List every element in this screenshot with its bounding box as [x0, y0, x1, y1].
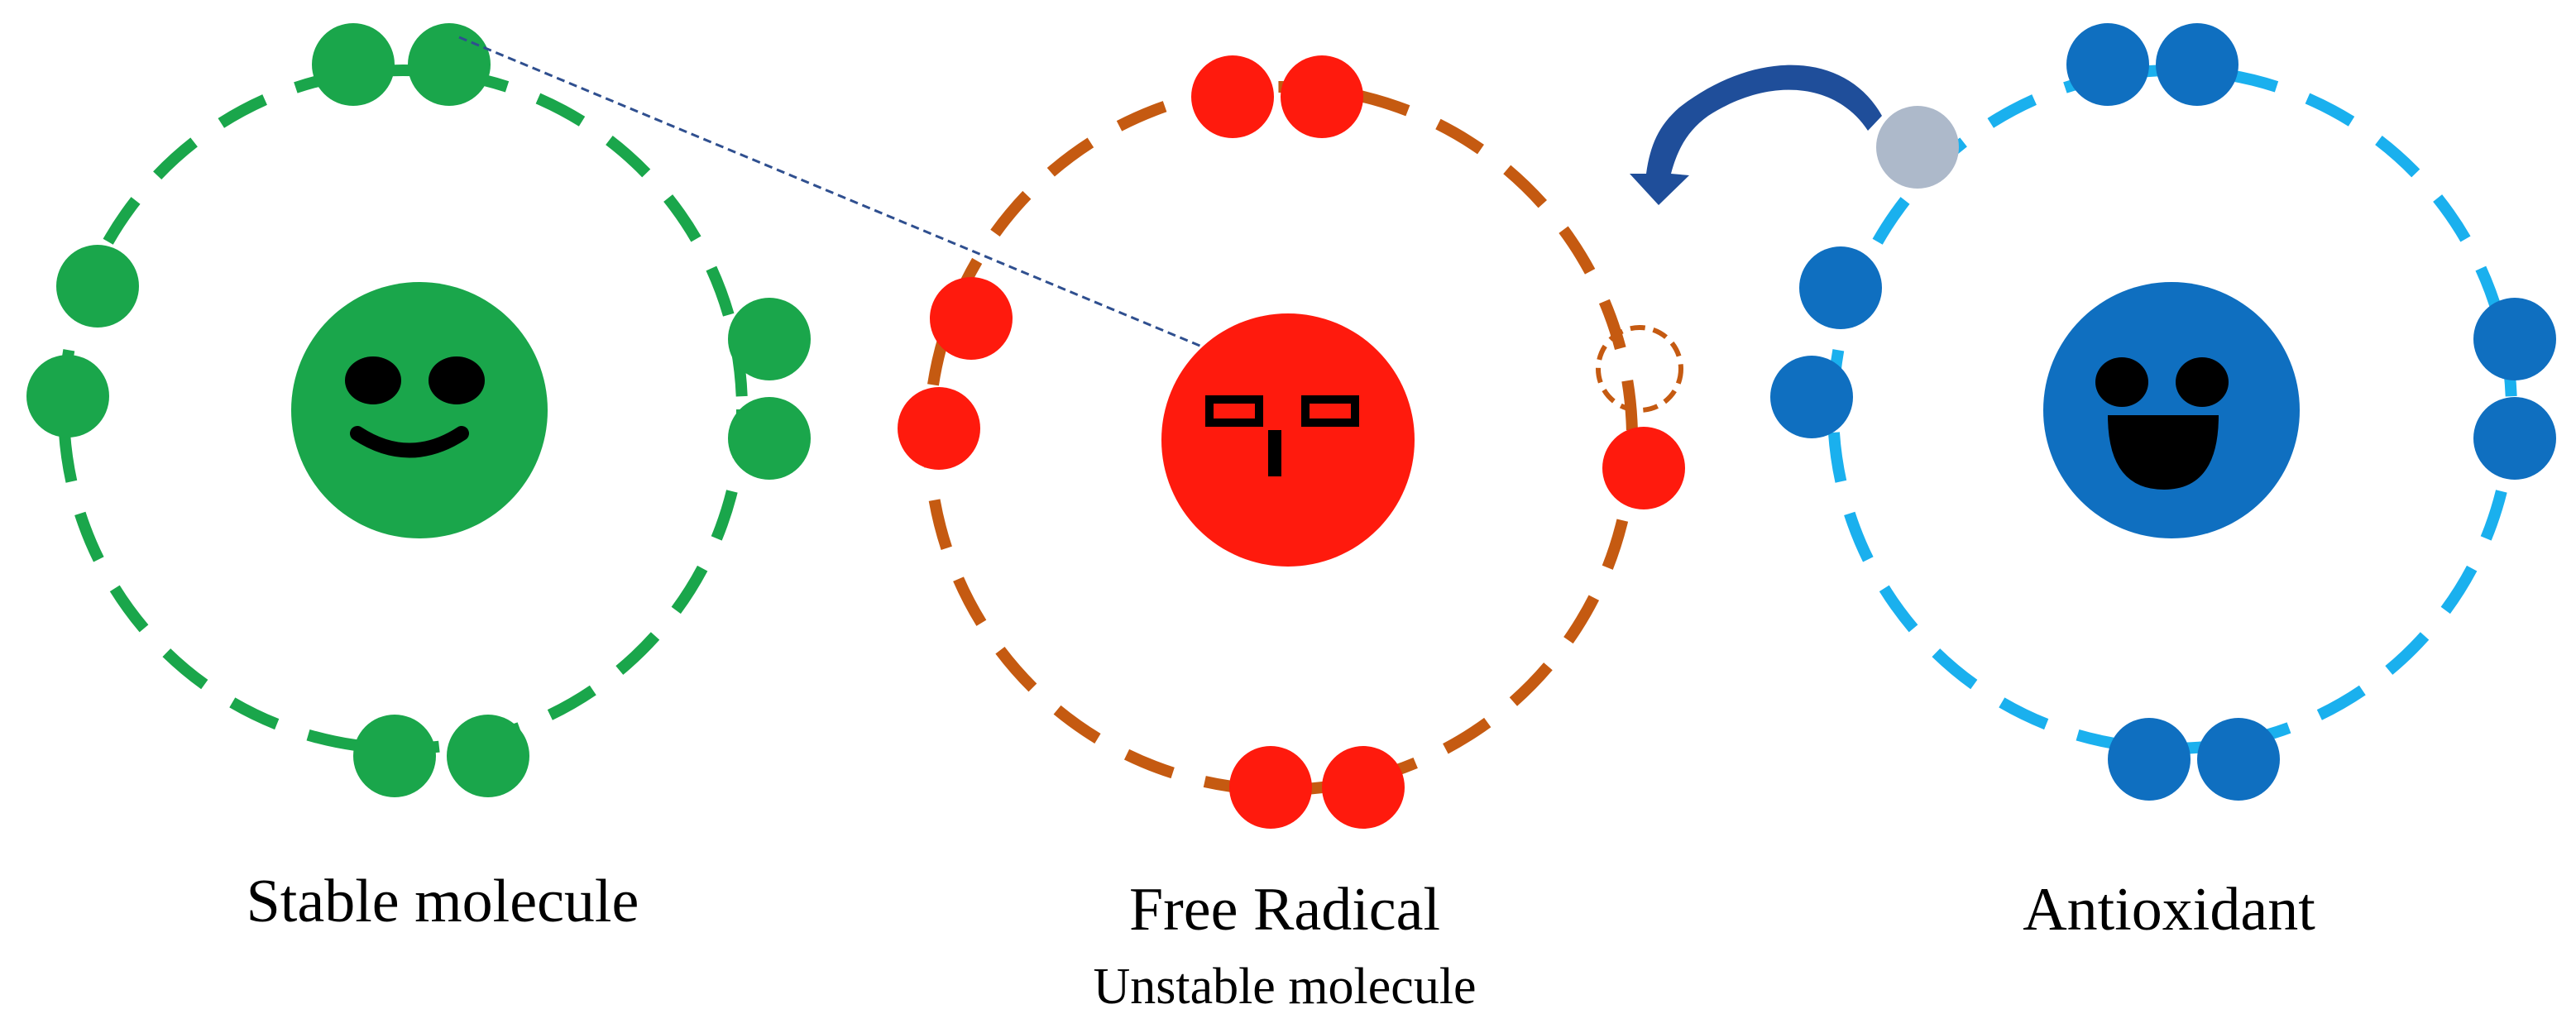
arrow-body [1630, 65, 1882, 205]
radical-eye-left [1205, 395, 1263, 427]
antioxidant-electron [1799, 246, 1882, 329]
radical-label: Free Radical [1129, 876, 1440, 944]
stable-electron [353, 715, 436, 797]
radical-electron [1229, 746, 1312, 829]
stable-electron [312, 23, 395, 106]
radical-mouth [1268, 430, 1281, 476]
antioxidant-eye-right [2176, 357, 2229, 407]
antioxidant-electron [1770, 356, 1853, 438]
stable-label: Stable molecule [247, 868, 639, 935]
antioxidant-smile [2108, 415, 2219, 490]
radical-electron [1281, 55, 1363, 138]
radical-missing-electron [1596, 325, 1683, 413]
radical-electron [898, 387, 980, 470]
radical-nucleus [1161, 313, 1415, 567]
antioxidant-face [2043, 282, 2300, 538]
stable-face [291, 282, 548, 538]
antioxidant: Antioxidant [1770, 23, 2556, 944]
donated-electron [1876, 106, 1959, 189]
antioxidant-label: Antioxidant [2023, 876, 2315, 944]
antioxidant-nucleus [2043, 282, 2300, 538]
antioxidant-eye-left [2095, 357, 2148, 407]
electron-transfer-arrow [1630, 65, 1882, 205]
antioxidant-electron [2473, 397, 2556, 480]
antioxidant-electron [2473, 298, 2556, 380]
antioxidant-electron [2156, 23, 2238, 106]
stable-eye-right [429, 356, 485, 404]
stable-eye-left [345, 356, 401, 404]
radical-electron [930, 277, 1013, 360]
free-radical: Free Radical Unstable molecule [898, 55, 1685, 1015]
antioxidant-electron [2108, 718, 2191, 801]
radical-electron [1602, 427, 1685, 509]
radical-electron [1322, 746, 1405, 829]
stable-electron [447, 715, 529, 797]
stable-electron [56, 245, 139, 328]
stable-smile [350, 426, 469, 458]
stable-nucleus [291, 282, 548, 538]
radical-electron [1191, 55, 1274, 138]
stable-electron [26, 355, 109, 438]
antioxidant-electron [2066, 23, 2149, 106]
antioxidant-electron [2197, 718, 2280, 801]
connector-line [458, 36, 1209, 351]
stable-electron [408, 23, 491, 106]
stable-electron [728, 298, 811, 380]
stable-electron [728, 397, 811, 480]
radical-sublabel: Unstable molecule [1093, 959, 1476, 1015]
radical-face [1161, 313, 1415, 567]
stable-molecule: Stable molecule [26, 23, 811, 935]
radical-eye-right [1301, 395, 1359, 427]
